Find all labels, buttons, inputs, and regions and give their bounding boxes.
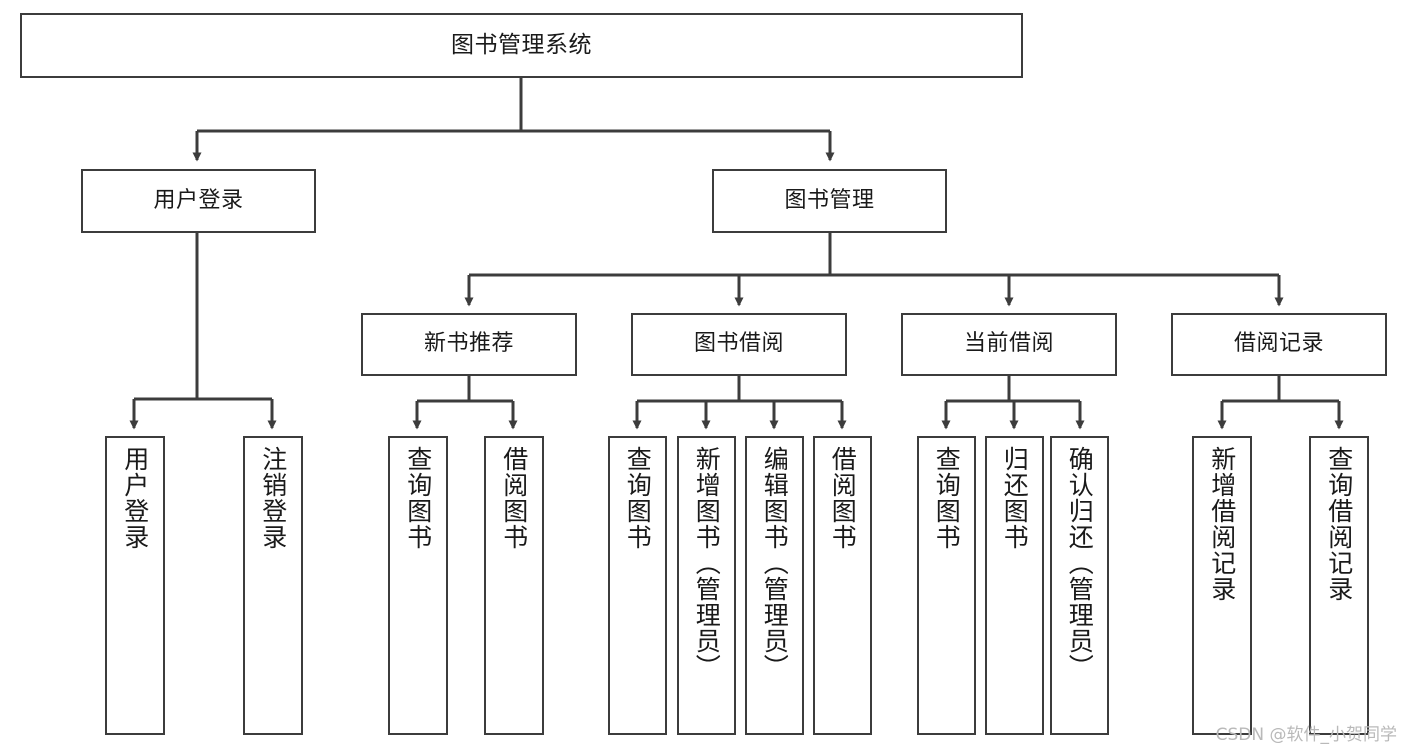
node-book-management[interactable]: 图书管理 (712, 169, 947, 233)
node-label: 确认归还（管理员） (1065, 446, 1095, 680)
node-leaf-edit-book-admin[interactable]: 编辑图书（管理员） (745, 436, 804, 735)
node-label: 查询图书 (932, 446, 962, 550)
node-label: 图书管理 (784, 187, 875, 213)
node-label: 图书借阅 (693, 331, 784, 357)
node-label: 编辑图书（管理员） (760, 446, 790, 680)
node-leaf-borrow-book[interactable]: 借阅图书 (813, 436, 872, 735)
node-label: 新书推荐 (423, 331, 514, 357)
node-current-borrow[interactable]: 当前借阅 (901, 313, 1117, 376)
node-borrow-record[interactable]: 借阅记录 (1171, 313, 1387, 376)
node-label: 新增图书（管理员） (692, 446, 722, 680)
node-label: 当前借阅 (963, 331, 1054, 357)
node-label: 查询图书 (623, 446, 653, 550)
node-user-login[interactable]: 用户登录 (81, 169, 316, 233)
node-new-book-recommend[interactable]: 新书推荐 (361, 313, 577, 376)
node-label: 借阅记录 (1233, 331, 1324, 357)
node-label: 新增借阅记录 (1207, 446, 1237, 602)
node-leaf-query-book-borrow[interactable]: 查询图书 (608, 436, 667, 735)
node-label: 用户登录 (153, 187, 244, 213)
node-label: 借阅图书 (828, 446, 858, 550)
node-label: 借阅图书 (499, 446, 529, 550)
node-label: 注销登录 (258, 446, 288, 550)
node-root-book-management-system[interactable]: 图书管理系统 (20, 13, 1023, 78)
node-book-borrow[interactable]: 图书借阅 (631, 313, 847, 376)
node-leaf-user-logout[interactable]: 注销登录 (243, 436, 303, 735)
node-leaf-query-book-recommend[interactable]: 查询图书 (388, 436, 448, 735)
node-label: 查询借阅记录 (1324, 446, 1354, 602)
node-leaf-query-book-current[interactable]: 查询图书 (917, 436, 976, 735)
node-leaf-confirm-return-admin[interactable]: 确认归还（管理员） (1050, 436, 1109, 735)
node-leaf-add-borrow-record[interactable]: 新增借阅记录 (1192, 436, 1252, 735)
node-label: 用户登录 (120, 446, 150, 550)
node-leaf-return-book[interactable]: 归还图书 (985, 436, 1044, 735)
node-leaf-query-borrow-record[interactable]: 查询借阅记录 (1309, 436, 1369, 735)
node-leaf-user-login[interactable]: 用户登录 (105, 436, 165, 735)
node-label: 查询图书 (403, 446, 433, 550)
node-leaf-add-book-admin[interactable]: 新增图书（管理员） (677, 436, 736, 735)
node-label: 图书管理系统 (451, 31, 592, 58)
node-label: 归还图书 (1000, 446, 1030, 550)
node-leaf-borrow-book-recommend[interactable]: 借阅图书 (484, 436, 544, 735)
